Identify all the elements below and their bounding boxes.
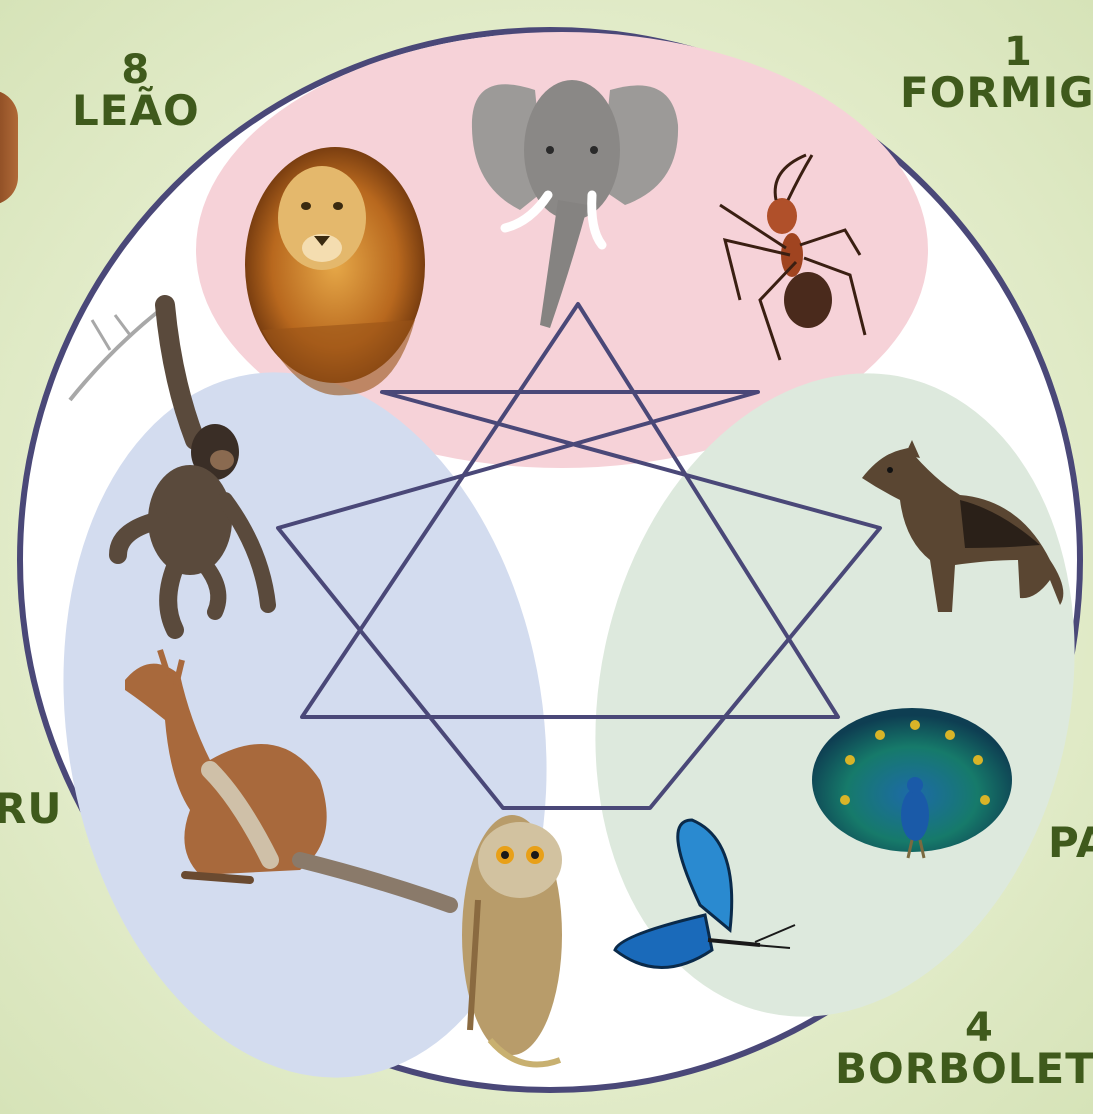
label-type-4-number: 4 [835,1008,1093,1048]
label-type-8: 8 LEÃO [72,50,200,132]
label-type-4: 4 BORBOLET [835,1008,1093,1090]
label-type-6-partial: RU [0,788,62,830]
label-type-3-partial: PA [1048,822,1093,864]
label-type-1-number: 1 [900,32,1093,72]
label-type-3-name: PA [1048,822,1093,864]
label-type-1-name: FORMIG [900,72,1093,114]
label-type-8-name: LEÃO [72,90,200,132]
label-type-4-name: BORBOLET [835,1048,1093,1090]
label-type-1: 1 FORMIG [900,32,1093,114]
label-type-6-name: RU [0,788,62,830]
label-type-8-number: 8 [72,50,200,90]
